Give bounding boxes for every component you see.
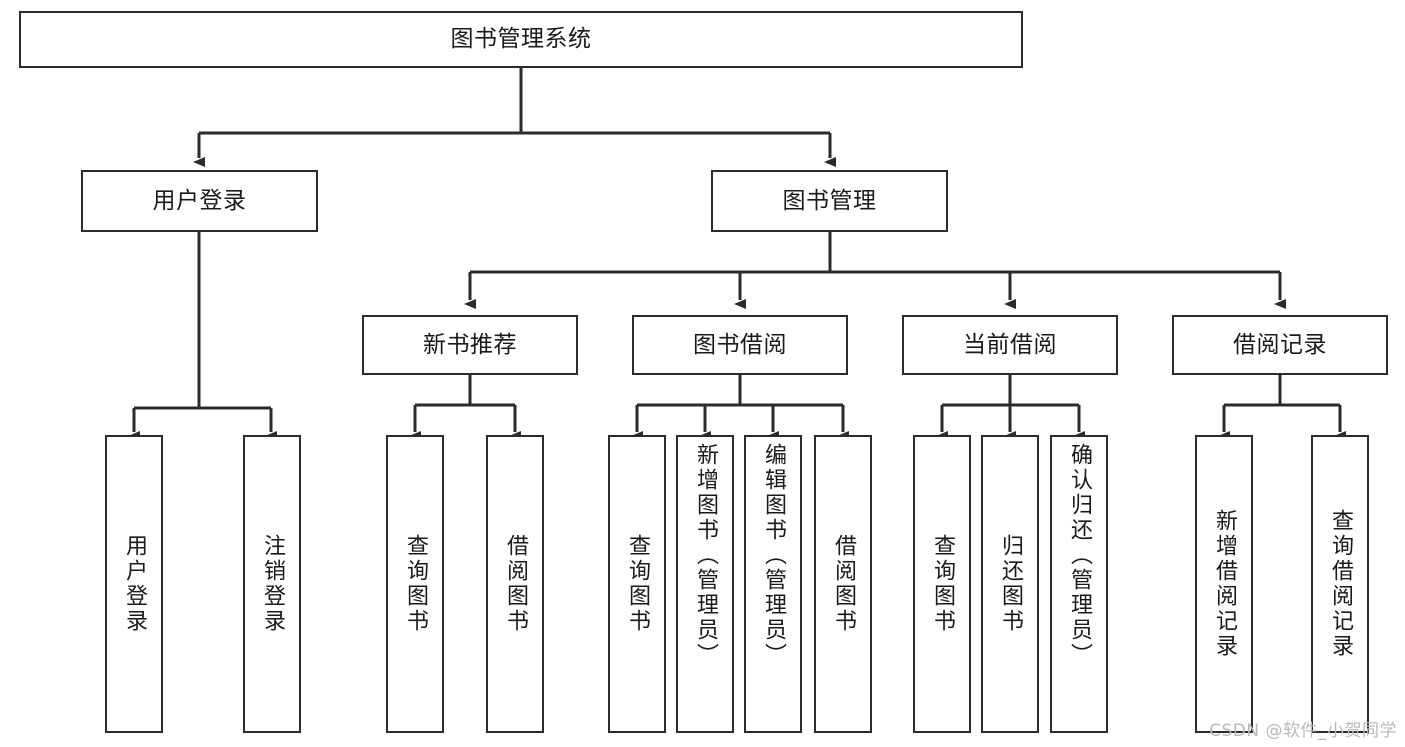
node-label: 借阅图书 [831,534,856,634]
watermark-text: CSDN @软件_小贺同学 [1209,721,1397,741]
leaf-current-confirm-return-admin[interactable]: 确认归还（管理员） [1050,435,1108,733]
node-label: 新书推荐 [423,331,517,358]
node-label: 编辑图书（管理员） [761,443,786,668]
node-label: 查询图书 [403,534,428,634]
node-label: 借阅记录 [1233,331,1327,358]
leaf-current-return-book[interactable]: 归还图书 [981,435,1039,733]
node-label: 图书管理系统 [450,26,592,53]
node-label: 用户登录 [122,534,147,634]
node-label: 查询图书 [930,534,955,634]
leaf-new-book-query[interactable]: 查询图书 [386,435,444,733]
node-label: 注销登录 [260,534,285,634]
node-current-borrow[interactable]: 当前借阅 [902,315,1118,375]
node-label: 新增借阅记录 [1212,509,1237,659]
node-label: 图书管理 [782,187,877,214]
leaf-borrow-query-book[interactable]: 查询图书 [608,435,666,733]
node-label: 图书借阅 [693,331,787,358]
node-book-management[interactable]: 图书管理 [711,170,948,232]
node-borrow-record[interactable]: 借阅记录 [1172,315,1388,375]
node-label: 当前借阅 [963,331,1057,358]
leaf-borrow-edit-book-admin[interactable]: 编辑图书（管理员） [744,435,802,733]
node-label: 新增图书（管理员） [693,443,718,668]
node-label: 查询借阅记录 [1328,509,1353,659]
leaf-borrow-add-book-admin[interactable]: 新增图书（管理员） [676,435,734,733]
leaf-borrow-borrow-book[interactable]: 借阅图书 [814,435,872,733]
node-root-library-system[interactable]: 图书管理系统 [19,11,1023,68]
leaf-user-login-logout[interactable]: 注销登录 [243,435,301,733]
leaf-user-login-login[interactable]: 用户登录 [105,435,163,733]
leaf-current-query-book[interactable]: 查询图书 [913,435,971,733]
node-label: 确认归还（管理员） [1067,443,1092,668]
node-new-book-recommend[interactable]: 新书推荐 [362,315,578,375]
node-label: 归还图书 [998,534,1023,634]
node-label: 查询图书 [625,534,650,634]
leaf-new-book-borrow[interactable]: 借阅图书 [486,435,544,733]
leaf-record-add-borrow-record[interactable]: 新增借阅记录 [1195,435,1253,733]
leaf-record-query-borrow-record[interactable]: 查询借阅记录 [1311,435,1369,733]
node-label: 借阅图书 [503,534,528,634]
node-label: 用户登录 [152,187,247,214]
node-user-login[interactable]: 用户登录 [81,170,318,232]
node-book-borrow[interactable]: 图书借阅 [632,315,848,375]
